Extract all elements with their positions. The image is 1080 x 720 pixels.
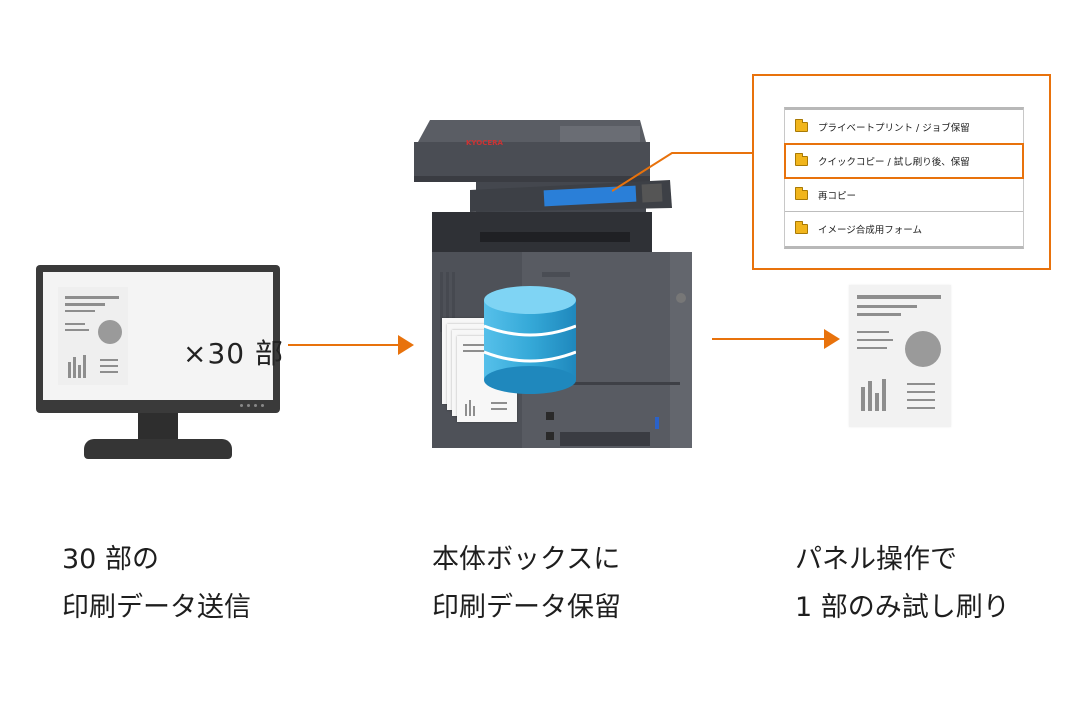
step1-caption: 30 部の 印刷データ送信 [62, 536, 251, 632]
printer-brand-logo: KYOCERA [466, 139, 503, 147]
pie-chart-icon [98, 320, 122, 344]
monitor-screen: ×30 部 [43, 272, 283, 400]
folder-icon [795, 221, 808, 234]
pie-chart-icon [905, 331, 941, 367]
step3-caption: パネル操作で 1 部のみ試し刷り [795, 536, 1010, 632]
job-item-label: プライベートプリント / ジョブ保留 [818, 122, 970, 134]
step1-line1: 30 部の [62, 544, 159, 575]
step3-line1: パネル操作で [795, 544, 957, 575]
database-icon [483, 286, 577, 396]
job-item-label: 再コピー [818, 190, 857, 202]
job-item-quick-copy[interactable]: クイックコピー / 試し刷り後、保留 [784, 143, 1024, 179]
folder-icon [795, 186, 808, 200]
job-item-label: イメージ合成用フォーム [818, 225, 923, 236]
arrow-head-icon [824, 329, 840, 349]
step1-line2: 印刷データ送信 [62, 592, 251, 623]
step3-line2: 1 部のみ試し刷り [795, 592, 1010, 623]
folder-icon [795, 118, 808, 132]
monitor: ×30 部 [36, 265, 283, 465]
document-thumbnail [58, 287, 128, 385]
folder-icon [795, 152, 808, 166]
arrow-to-printer [288, 344, 400, 346]
monitor-neck [138, 413, 178, 443]
job-item-private-print[interactable]: プライベートプリント / ジョブ保留 [785, 110, 1023, 144]
step2-caption: 本体ボックスに 印刷データ保留 [432, 536, 621, 632]
monitor-stand [84, 439, 232, 459]
arrow-to-output [712, 338, 826, 340]
job-box-list: プライベートプリント / ジョブ保留 クイックコピー / 試し刷り後、保留 再コ… [784, 107, 1024, 249]
panel-callout: プライベートプリント / ジョブ保留 クイックコピー / 試し刷り後、保留 再コ… [752, 74, 1051, 270]
job-item-recopy[interactable]: 再コピー [785, 178, 1023, 212]
step2-line2: 印刷データ保留 [432, 592, 621, 623]
output-document [849, 285, 951, 427]
step2-line1: 本体ボックスに [432, 544, 621, 575]
arrow-head-icon [398, 335, 414, 355]
callout-connector [612, 152, 752, 192]
job-item-form-overlay[interactable]: イメージ合成用フォーム [785, 212, 1023, 246]
job-item-label: クイックコピー / 試し刷り後、保留 [818, 156, 970, 168]
copies-count-label: ×30 部 [183, 337, 284, 370]
